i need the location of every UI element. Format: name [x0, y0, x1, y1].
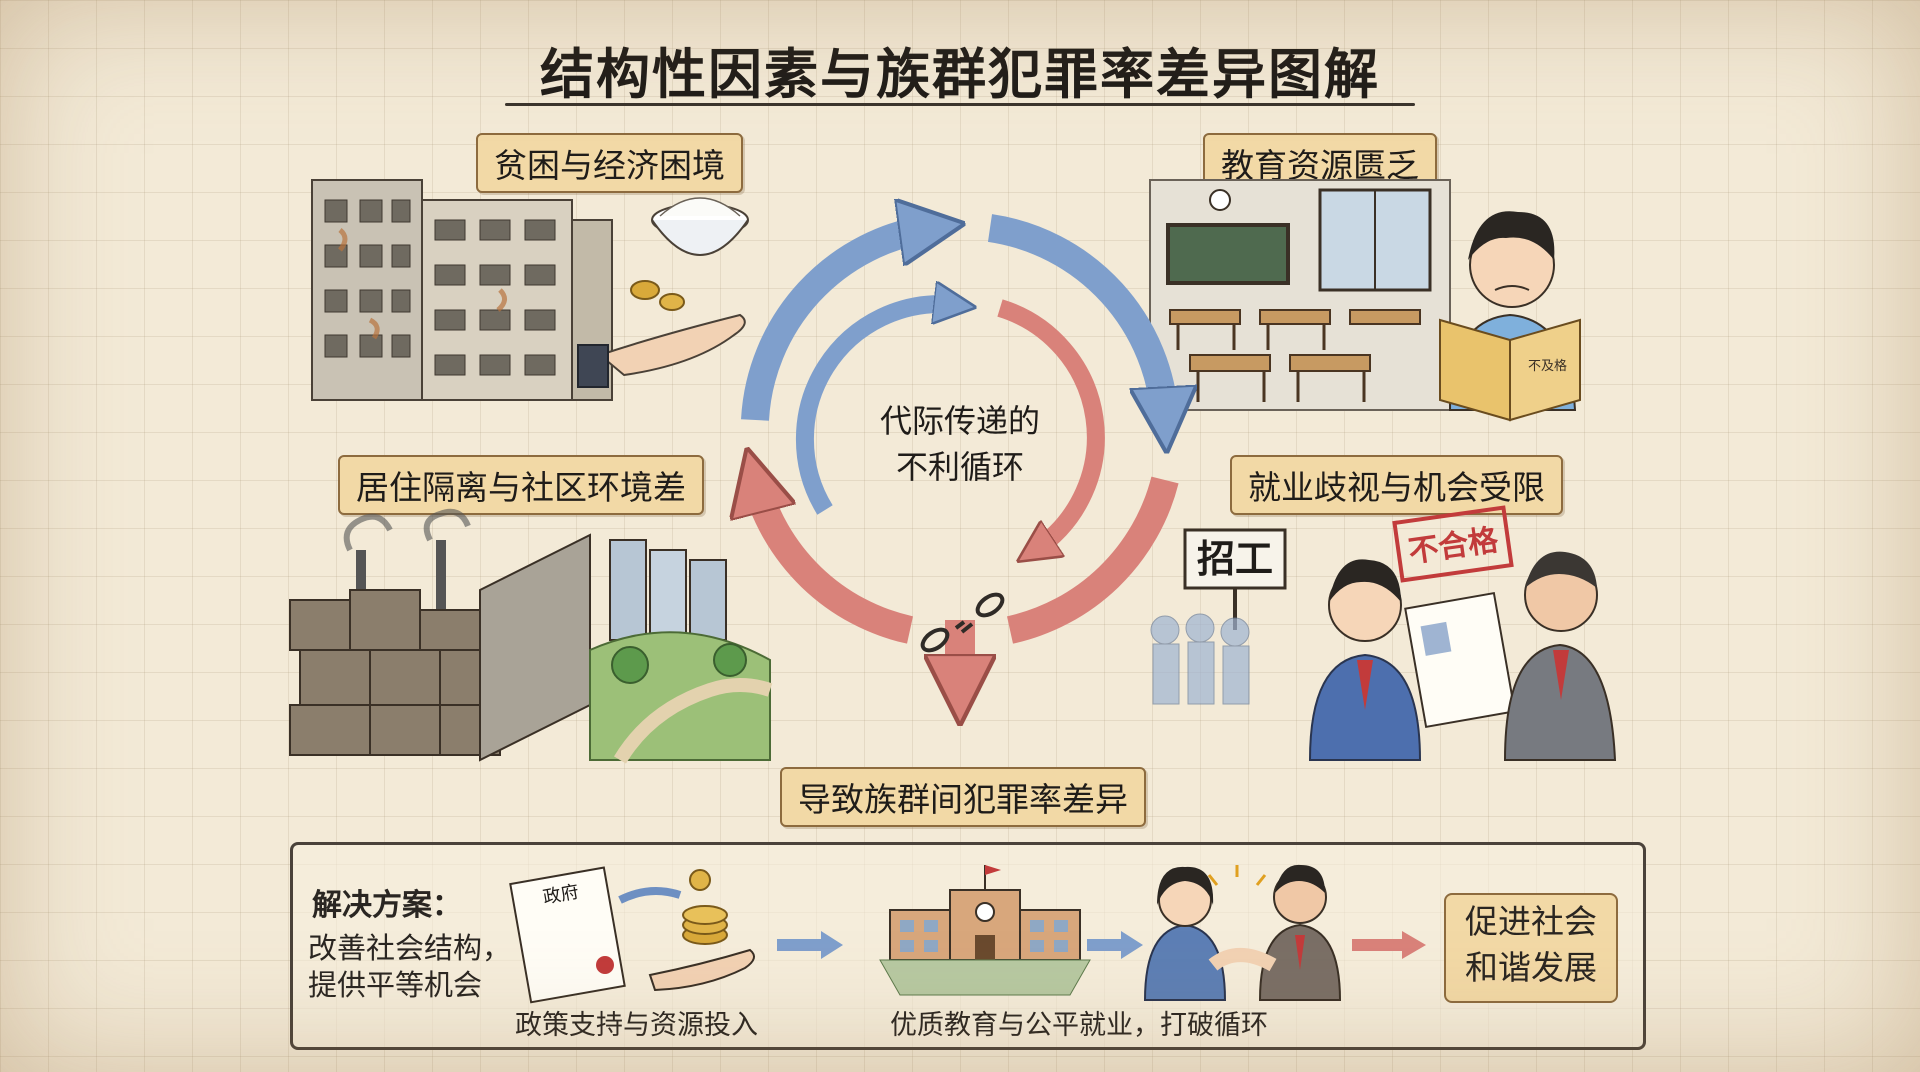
applicant-crowd-icon [1150, 613, 1250, 705]
label-employment: 就业歧视与机会受限 [1230, 455, 1563, 515]
final-line1: 促进社会 [1465, 902, 1597, 941]
step1-caption: 政策支持与资源投入 [515, 1010, 758, 1041]
final-line2: 和谐发展 [1465, 948, 1597, 987]
step2-caption: 优质教育与公平就业，打破循环 [890, 1010, 1268, 1041]
school-building-icon [879, 865, 1091, 996]
book-title: 不及格 [1528, 358, 1567, 374]
page-title: 结构性因素与族群犯罪率差异图解 [540, 43, 1380, 106]
handshake-illustration [1143, 864, 1342, 1001]
recruit-sign-icon: 招工 [1183, 528, 1287, 630]
flow-arrow-3 [1352, 931, 1426, 959]
title-underline [505, 103, 1415, 106]
rundown-building-icon [311, 179, 613, 401]
giving-hand-icon [648, 948, 755, 992]
woman-professional-icon [1143, 866, 1227, 1001]
recruiter-icon [1503, 551, 1617, 761]
modern-district-icon [589, 539, 773, 764]
solution-line1: 改善社会结构， [308, 931, 512, 965]
outer-arrow-top-right [987, 214, 1165, 420]
young-applicant-icon [1308, 559, 1422, 761]
label-poverty: 贫困与经济困境 [476, 133, 743, 193]
poverty-illustration [311, 179, 749, 401]
inner-arrow-right [997, 299, 1105, 550]
slum-houses-icon [289, 589, 501, 756]
school-illustration [879, 865, 1091, 996]
classroom-icon [1149, 179, 1451, 411]
flow-arrow-1 [777, 931, 843, 959]
handshake-icon [1207, 865, 1277, 972]
final-outcome-box: 促进社会 和谐发展 [1444, 893, 1618, 1003]
rice-bowl-icon [651, 197, 749, 256]
dividing-wall-icon [479, 533, 591, 762]
recruit-sign-text: 招工 [1197, 537, 1273, 581]
label-housing: 居住隔离与社区环境差 [338, 455, 704, 515]
policy-to-money-arrow [618, 887, 682, 904]
torn-book-icon: 不及格 [1439, 318, 1581, 422]
government-document-icon: 政府 [509, 866, 626, 1004]
education-illustration: 不及格 [1149, 179, 1581, 422]
resume-icon [1404, 591, 1516, 729]
flow-arrow-2 [1087, 931, 1143, 959]
solution-line2: 提供平等机会 [308, 968, 483, 1002]
housing-illustration [289, 508, 773, 764]
solution-heading: 解决方案： [312, 888, 462, 923]
outer-arrow-bottom-right [1006, 476, 1179, 644]
broken-chain-icon [920, 592, 1005, 653]
inner-arrow-left [795, 304, 955, 515]
cycle-diagram [700, 180, 1220, 740]
outer-arrow-bottom-left [755, 480, 914, 644]
reject-stamp-text: 不合格 [1406, 523, 1501, 570]
cycle-center-line1: 代际传递的 [879, 402, 1040, 440]
coin-stack-icon [682, 869, 728, 945]
cycle-center-line2: 不利循环 [895, 448, 1024, 486]
coins-icon [630, 280, 685, 311]
cycle-center-text: 代际传递的 不利循环 [835, 398, 1085, 490]
employment-illustration: 招工 不合格 [1150, 505, 1617, 761]
policy-illustration: 政府 [509, 866, 755, 1004]
outer-arrow-top-left [741, 228, 932, 421]
open-hand-icon [577, 313, 746, 388]
label-result: 导致族群间犯罪率差异 [780, 767, 1146, 827]
factory-smoke-icon [343, 508, 471, 610]
man-professional-icon [1258, 864, 1342, 1001]
